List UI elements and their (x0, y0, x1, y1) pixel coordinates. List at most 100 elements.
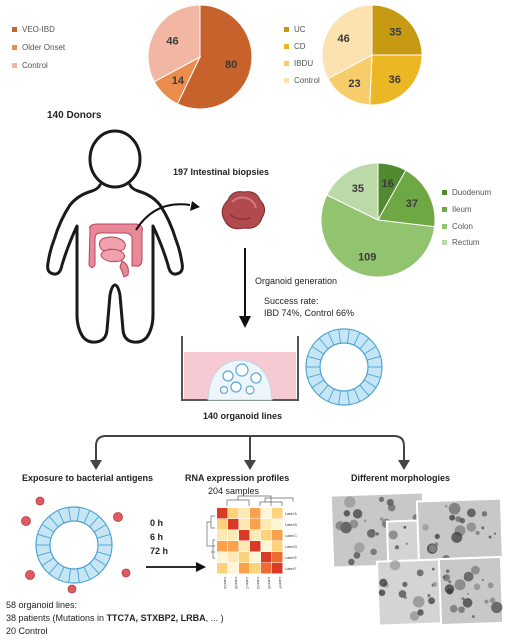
pie-slice-label: 35 (352, 183, 364, 195)
heatmap-cell (272, 508, 283, 519)
heatmap-row-label: Label A (285, 512, 297, 516)
heatmap-cell (239, 519, 250, 530)
organoid-cell-border (37, 551, 52, 557)
organoid-cell-border (93, 524, 107, 533)
organoid-cell-border (307, 373, 322, 379)
pie-slice (176, 4, 253, 110)
heatmap-col-label: Label E (267, 577, 271, 590)
legend-label: Control (22, 61, 48, 70)
heatmap-cell (228, 563, 239, 574)
organoid-cell-border (57, 510, 65, 524)
legend-item-control: Control (12, 61, 48, 70)
legend-swatch (284, 78, 289, 83)
organoid-cell-border (68, 568, 72, 583)
heatmap-cell (250, 563, 261, 574)
heatmap-col-label: Label A (223, 577, 227, 589)
organoid-cell-border (338, 390, 342, 405)
organoid-cell-border (48, 562, 59, 575)
legend-swatch (442, 207, 447, 212)
heatmap-cell (250, 519, 261, 530)
organoid-cell-border (311, 346, 325, 355)
biopsy-tissue-icon (221, 191, 266, 230)
legend-item-veo-ibd: VEO-IBD (12, 25, 55, 34)
heatmap-cell (239, 563, 250, 574)
footer-line-1: 58 organoid lines: (6, 600, 78, 610)
organoid-generation-arrow (239, 248, 251, 328)
legend-label: Duodenum (452, 188, 492, 197)
heatmap-cell (272, 541, 283, 552)
legend-label: UC (294, 25, 306, 34)
organoid-cell-border (318, 384, 329, 397)
heatmap-cell (250, 508, 261, 519)
exposure-heading: Exposure to bacterial antigens (22, 473, 154, 483)
heatmap-cell (272, 519, 283, 530)
micrograph-tile (437, 555, 505, 627)
branching-arrows (90, 435, 410, 470)
organoid-cell-border (48, 515, 59, 528)
organoid-cell-border (327, 388, 335, 402)
legend-swatch (284, 27, 289, 32)
legend-label: Colon (452, 222, 473, 231)
heatmap-cell (250, 552, 261, 563)
organoid-cell-border (327, 332, 335, 346)
heatmap-cell (228, 519, 239, 530)
organoid-cell-border (366, 355, 381, 361)
pie-slice-label: 46 (338, 33, 350, 45)
organoid-cell-border (363, 346, 377, 355)
pie-slice-label: 16 (381, 178, 393, 190)
heatmap-cell (228, 552, 239, 563)
culture-well-icon (181, 336, 299, 401)
organoid-cell-border (353, 332, 361, 346)
heatmap-col-label: Label B (234, 577, 238, 590)
footer-line-2-suffix: , ... ) (205, 613, 224, 623)
heatmap-cell (239, 552, 250, 563)
pie-slice-label: 37 (406, 198, 418, 210)
organoid-cell-border (366, 373, 381, 379)
heatmap-col-label: Label C (245, 577, 249, 590)
time-6h: 6 h (150, 532, 164, 542)
legend-label: Ileum (452, 205, 472, 214)
legend-label: Control (294, 76, 320, 85)
pie-slice (147, 4, 201, 83)
legend-swatch (12, 27, 17, 32)
organoid-cell-border (76, 507, 80, 522)
heatmap-cell (261, 541, 272, 552)
heatmap-row-label: Label E (285, 556, 298, 560)
pie-slice-label: 23 (348, 78, 360, 90)
footer-line-2: 38 patients (Mutations in TTC7A, STXBP2,… (6, 613, 224, 623)
pie-slice (326, 162, 379, 221)
legend-swatch (442, 224, 447, 229)
morphologies-heading: Different morphologies (351, 473, 451, 483)
heatmap-cell (261, 508, 272, 519)
exposure-to-rna-arrow (146, 562, 206, 572)
micrograph-tile (415, 497, 505, 571)
heatmap-row-label: Label F (285, 567, 297, 571)
organoid-cell-border (83, 566, 91, 580)
antigen-exposure-organoid-icon (21, 496, 131, 594)
legend-swatch (284, 61, 289, 66)
legend-item-duodenum: Duodenum (442, 188, 491, 197)
success-rate-values: IBD 74%, Control 66% (264, 308, 355, 318)
legend-label: IBDU (294, 59, 314, 68)
legend-item-older-onset: Older Onset (12, 43, 65, 52)
success-rate-label: Success rate: (264, 296, 319, 306)
organoid-cell-border (318, 337, 329, 350)
footer-line-2-genes: TTC7A, STXBP2, LRBA (106, 613, 206, 623)
heatmap-cell (228, 541, 239, 552)
organoid-cell-border (311, 379, 325, 388)
heatmap-cell (217, 530, 228, 541)
pie-slice-label: 80 (225, 59, 237, 71)
bacteria-dots (21, 496, 131, 594)
organoid-lines-heading: 140 organoid lines (203, 411, 283, 421)
organoid-cell-border (83, 510, 91, 524)
legend-item-ibdu: IBDU (284, 59, 313, 68)
heatmap-row-label: Label C (285, 534, 298, 538)
heatmap-cell (261, 552, 272, 563)
pie-slice-label: 14 (172, 75, 185, 87)
heatmap-cell (272, 563, 283, 574)
heatmap-row-label: Label D (285, 545, 298, 549)
pie-slice (320, 194, 436, 278)
pie-slice (371, 4, 423, 56)
